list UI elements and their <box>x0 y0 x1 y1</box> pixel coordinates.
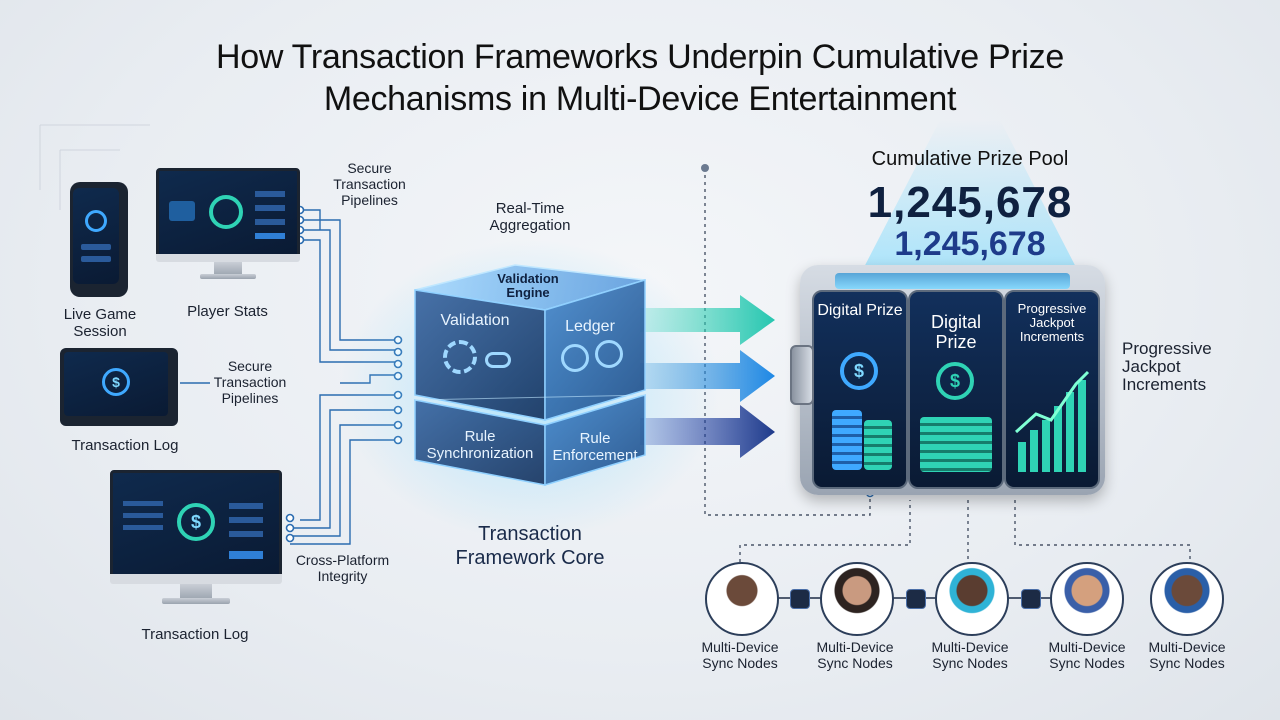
core-caption: Transaction Framework Core <box>455 523 605 569</box>
prize-pool-value-secondary: 1,245,678 <box>894 225 1046 263</box>
sync-node-label: Multi-Device Sync Nodes <box>1048 639 1126 671</box>
prize-panel-3: Progressive Jackpot Increments <box>1004 290 1100 489</box>
sync-node-4 <box>1050 562 1130 636</box>
sync-node-3 <box>935 562 1015 636</box>
prize-panel-1: Digital Prize $ <box>812 290 908 489</box>
sync-node-1 <box>705 562 785 636</box>
ledger-label: Ledger <box>565 318 615 335</box>
player-stats-label: Player Stats <box>187 303 268 320</box>
transaction-core-cube: Validation Engine Validation Ledger Rule… <box>405 260 655 505</box>
coin-stack <box>864 420 892 470</box>
dollar-icon: $ <box>177 503 215 541</box>
panel1-label: Digital Prize <box>817 302 903 319</box>
panel2-label: Digital Prize <box>930 312 982 352</box>
prize-pool-value: 1,245,678 <box>867 178 1073 227</box>
sync-node-5 <box>1150 562 1230 636</box>
phone-device <box>70 182 128 297</box>
validation-engine-label: Validation Engine <box>497 271 559 300</box>
avatar <box>1150 562 1224 636</box>
sync-node-label: Multi-Device Sync Nodes <box>931 639 1009 671</box>
dollar-icon: $ <box>936 362 974 400</box>
coin-stack <box>920 417 992 472</box>
transaction-log-tablet-label: Transaction Log <box>71 437 179 454</box>
node-link-icon <box>1021 589 1041 609</box>
sync-node-label: Multi-Device Sync Nodes <box>1148 639 1226 671</box>
tablet-device: $ <box>60 348 178 426</box>
validation-label: Validation <box>440 312 510 329</box>
aggregation-label: Real-Time Aggregation <box>489 200 571 234</box>
panel3-label: Progressive Jackpot Increments <box>1017 301 1087 344</box>
growth-chart-icon <box>1014 370 1090 472</box>
transaction-log-monitor: $ <box>110 470 282 615</box>
prize-vault: Digital Prize $ Digital Prize $ Progress… <box>790 265 1115 500</box>
gear-icon <box>85 210 107 232</box>
vault-handle <box>790 345 814 405</box>
gears-icon <box>443 340 477 374</box>
avatar <box>820 562 894 636</box>
link-icon <box>485 352 511 368</box>
live-game-session-label: Live Game Session <box>63 306 137 340</box>
page-title: How Transaction Frameworks Underpin Cumu… <box>0 36 1280 120</box>
sync-node-label: Multi-Device Sync Nodes <box>816 639 894 671</box>
jackpot-side-label: Progressive Jackpot Increments <box>1122 339 1212 394</box>
avatar <box>1050 562 1124 636</box>
rule-enforce-label: Rule Enforcement <box>552 430 638 464</box>
title-line-1: How Transaction Frameworks Underpin Cumu… <box>216 38 1064 76</box>
dollar-icon: $ <box>840 352 878 390</box>
rule-sync-label: Rule Synchronization <box>426 428 534 462</box>
secure-pipelines-label-top: Secure Transaction Pipelines <box>333 160 406 208</box>
sync-node-2 <box>820 562 900 636</box>
player-stats-monitor <box>156 168 300 286</box>
coin-stack <box>832 410 862 470</box>
check-icon <box>209 195 243 229</box>
cross-platform-label: Cross-Platform Integrity <box>295 552 390 584</box>
title-line-2: Mechanisms in Multi-Device Entertainment <box>323 80 957 118</box>
node-link-icon <box>906 589 926 609</box>
secure-pipelines-label-mid: Secure Transaction Pipelines <box>213 358 287 406</box>
prize-pool-label: Cumulative Prize Pool <box>871 148 1069 170</box>
dollar-icon: $ <box>102 368 130 396</box>
ledger-check-icon-2 <box>595 340 623 368</box>
avatar <box>935 562 1009 636</box>
ledger-check-icon <box>561 344 589 372</box>
transaction-log-monitor-label: Transaction Log <box>141 626 249 643</box>
prize-panel-2: Digital Prize $ <box>908 290 1004 489</box>
sync-node-label: Multi-Device Sync Nodes <box>701 639 779 671</box>
node-link-icon <box>790 589 810 609</box>
avatar <box>705 562 779 636</box>
